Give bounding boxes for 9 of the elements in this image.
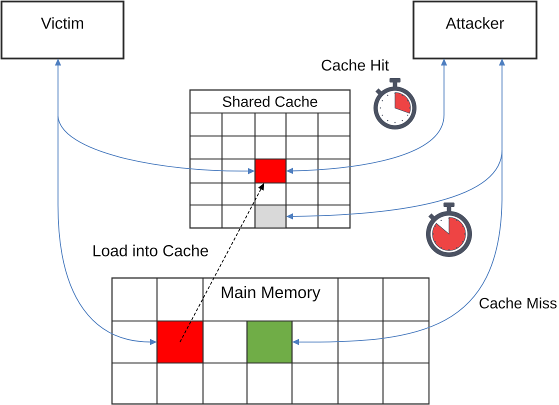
filled-cell: [254, 204, 287, 229]
annotation: Load into Cache: [94, 244, 208, 256]
filled-cell: [254, 158, 287, 184]
annotation: Cache Hit: [322, 59, 389, 71]
actor-box: Attacker: [412, 0, 538, 60]
filled-cell: [156, 320, 204, 364]
actor-box: Victim: [0, 0, 124, 60]
annotation: Cache Miss: [480, 298, 557, 308]
filled-cell: [246, 320, 293, 364]
